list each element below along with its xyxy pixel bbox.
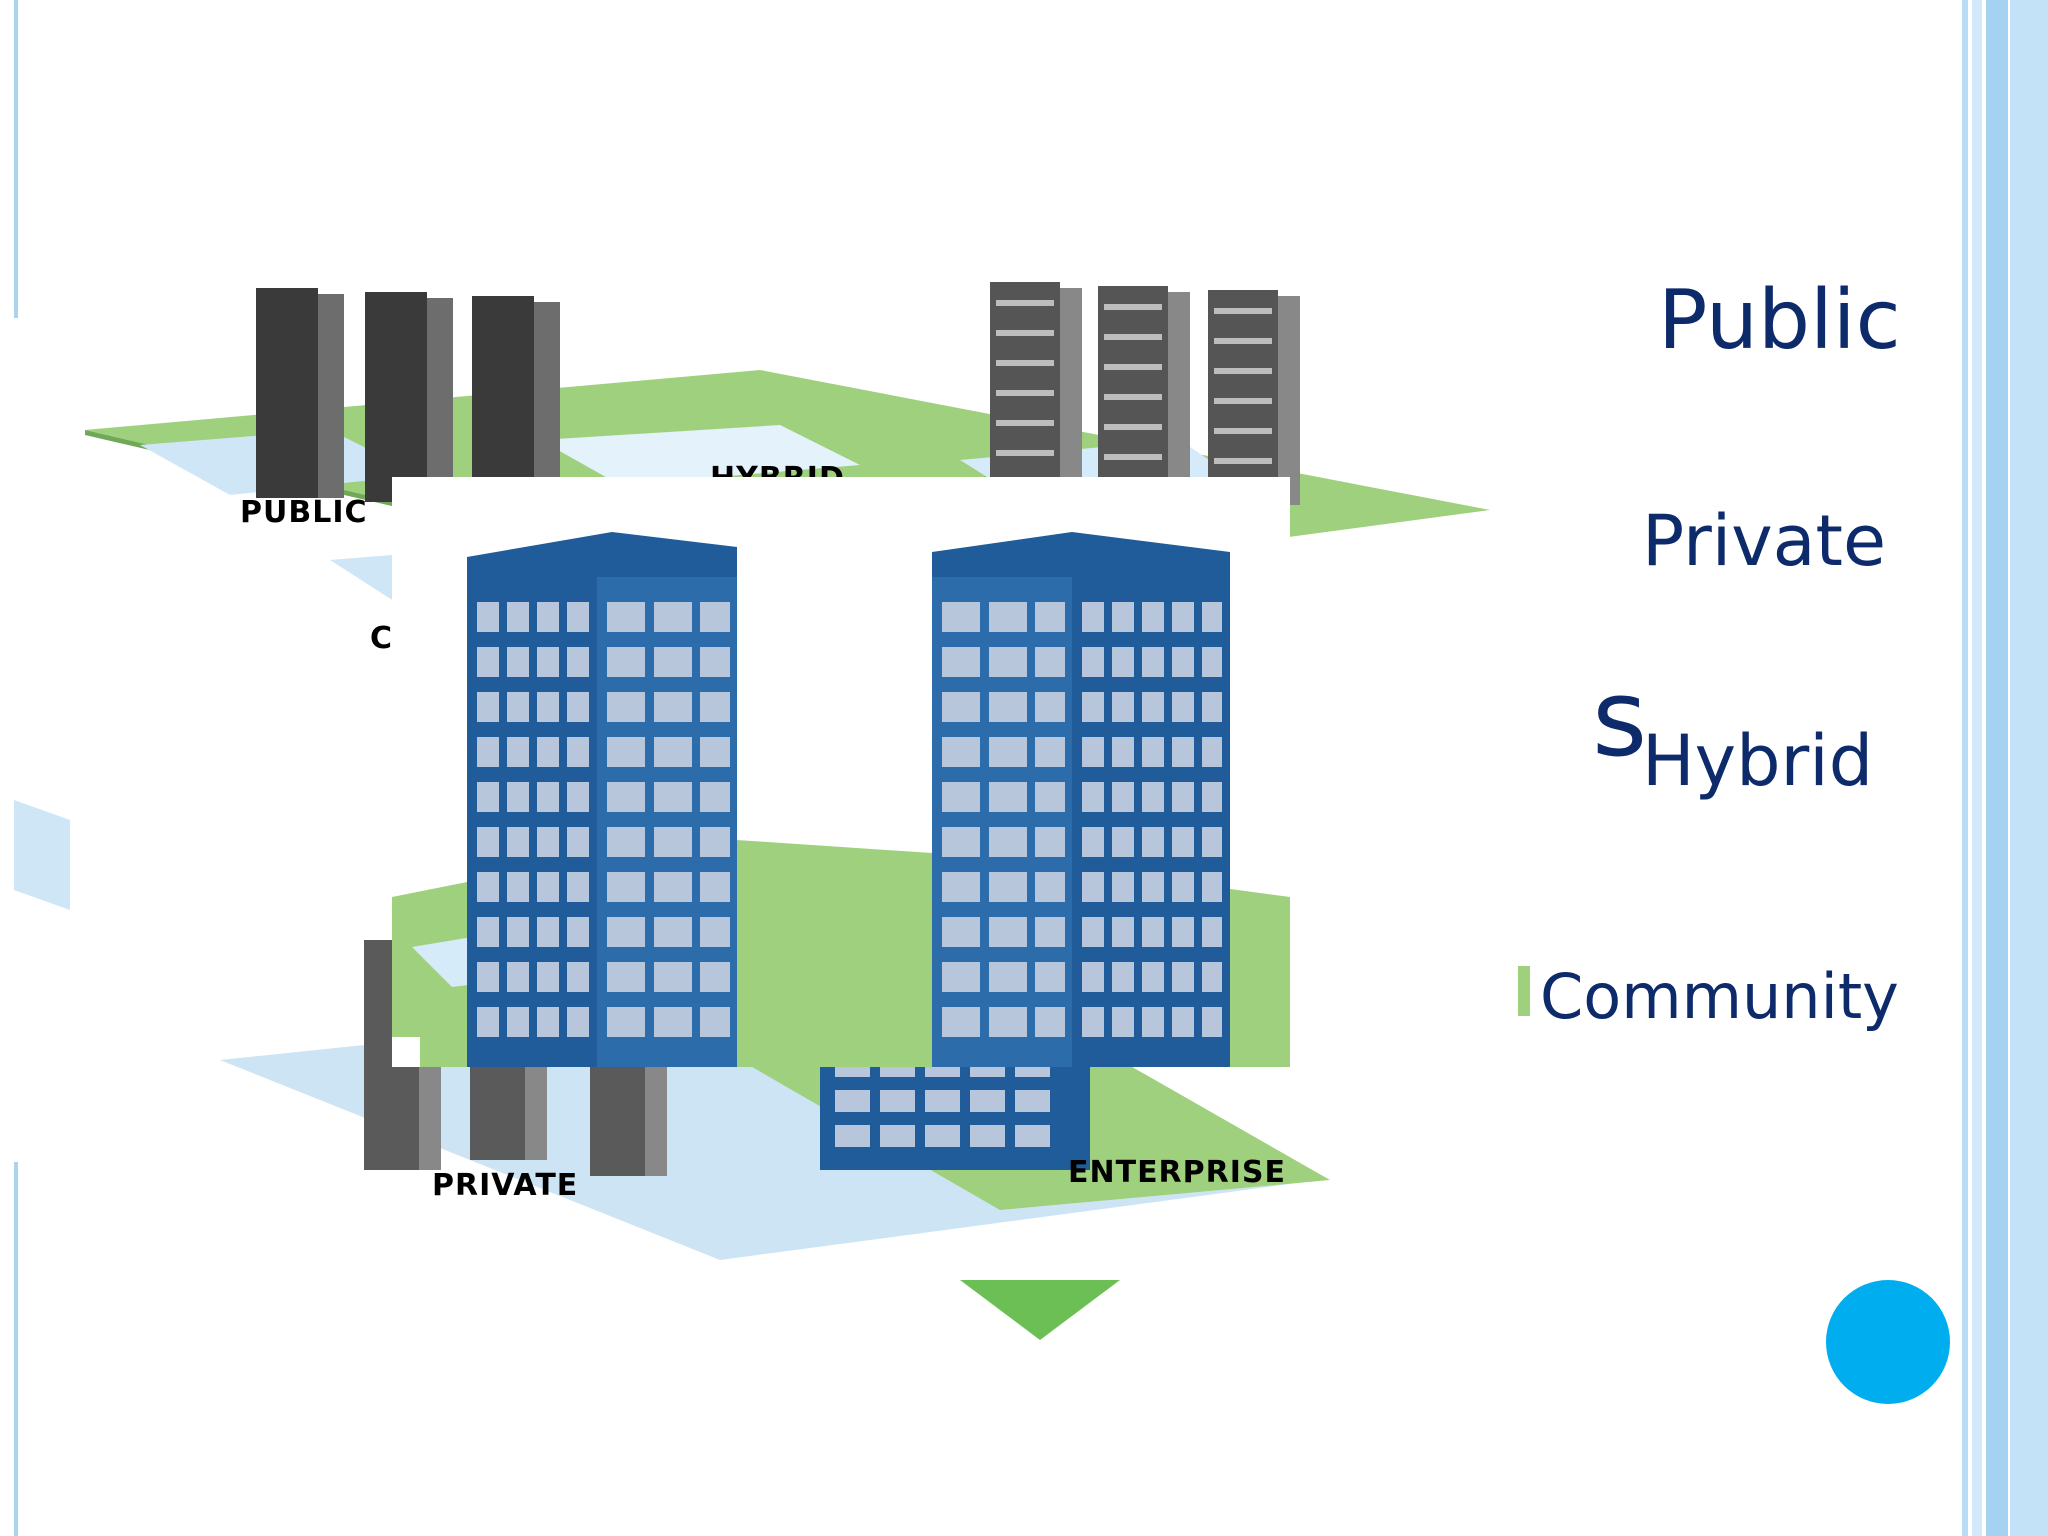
bullet-public: Public — [1658, 273, 1901, 368]
right-border-stripe-3 — [1986, 0, 2008, 1536]
left-fragment — [14, 800, 70, 910]
left-border-line-top — [14, 0, 18, 318]
right-border-stripe-4 — [2010, 0, 2048, 1536]
bullet-community: Community — [1540, 960, 1899, 1033]
community-towers-image — [392, 477, 1290, 1067]
bullet-private: Private — [1642, 500, 1887, 582]
public-server-racks — [256, 288, 560, 506]
private-label: PRIVATE — [432, 1168, 578, 1203]
public-label: PUBLIC — [240, 495, 368, 530]
partial-glyph: s — [1592, 657, 1648, 780]
accent-circle — [1826, 1280, 1950, 1404]
left-tower — [467, 532, 737, 1067]
right-border-stripe-2 — [1972, 0, 1982, 1536]
cut-label: C — [370, 621, 393, 656]
bullet-hybrid: Hybrid — [1642, 720, 1874, 802]
enterprise-label: ENTERPRISE — [1068, 1155, 1286, 1190]
right-tower — [932, 532, 1230, 1067]
left-border-line-bottom — [14, 1162, 18, 1536]
right-border-stripe-1 — [1962, 0, 1968, 1536]
hybrid-server-racks — [990, 282, 1300, 505]
community-occluding-strip — [1518, 966, 1530, 1016]
